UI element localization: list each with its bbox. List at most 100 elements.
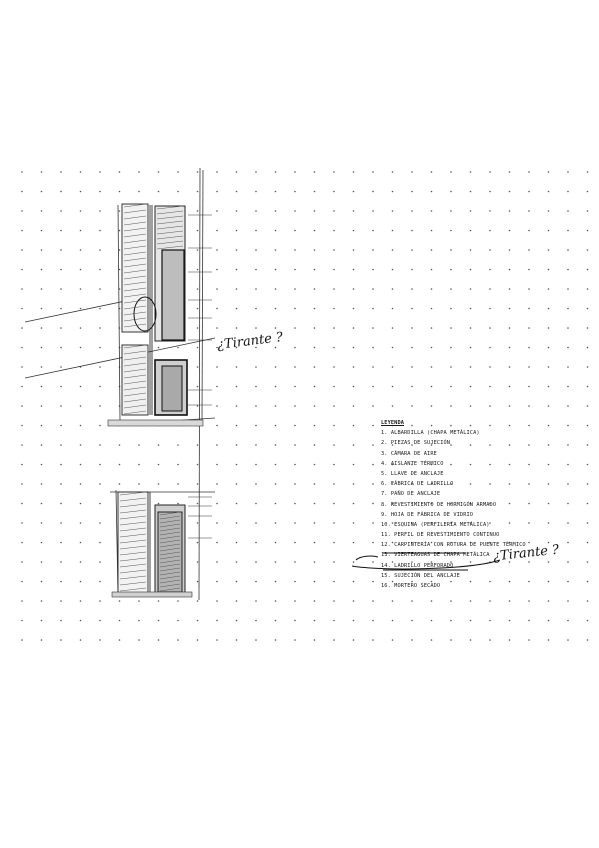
grid-dot [274,327,277,329]
grid-dot [235,580,238,583]
grid-dot [450,385,452,388]
grid-dot [567,580,569,583]
grid-dot [60,210,62,212]
grid-dot [99,190,101,193]
grid-dot [489,366,491,368]
grid-dot [79,444,82,446]
grid-dot [508,561,511,563]
grid-dot [313,210,316,212]
grid-dot [508,385,511,388]
grid-dot [508,405,511,407]
grid-dot [177,444,179,446]
grid-dot [177,502,179,505]
grid-dot [391,366,394,368]
hatch-line [123,362,147,367]
grid-dot [469,561,472,563]
grid-dot [450,268,452,271]
grid-dot [294,639,296,641]
hatch-line [123,275,147,280]
grid-dot [333,483,335,485]
hatch-line [119,575,147,580]
grid-dot [21,210,23,212]
grid-dot [372,639,374,641]
grid-dot [372,522,374,524]
grid-dot [352,307,355,310]
grid-dot [586,210,589,212]
grid-dot [294,619,296,622]
grid-dot [333,229,335,232]
grid-dot [469,502,472,505]
grid-dot [333,249,335,251]
grid-dot [60,288,62,290]
hatch-line [159,563,181,568]
grid-dot [528,483,530,485]
grid-dot [411,639,413,641]
hatch-line [119,503,147,508]
grid-dot [567,424,569,427]
grid-dot [255,444,257,446]
grid-dot [586,502,589,505]
grid-dot [352,229,355,232]
grid-dot [274,424,277,427]
grid-dot [274,522,277,524]
grid-dot [196,190,199,193]
grid-dot [99,405,101,407]
grid-dot [333,639,335,641]
grid-dot [391,561,394,563]
hatch-line [123,251,147,256]
grid-dot [118,619,121,622]
grid-dot [255,541,257,544]
grid-dot [216,522,218,524]
grid-dot [372,385,374,388]
grid-dot [138,444,140,446]
grid-dot [40,483,43,485]
grid-dot [450,463,452,466]
grid-dot [313,541,316,544]
grid-dot [294,171,296,173]
grid-dot [79,210,82,212]
grid-dot [255,366,257,368]
grid-dot [157,483,160,485]
grid-dot [586,190,589,193]
grid-dot [79,522,82,524]
grid-dot [489,541,491,544]
grid-dot [489,327,491,329]
grid-dot [196,580,199,583]
grid-dot [216,190,218,193]
grid-dot [60,424,62,427]
leader-lines [188,214,212,539]
grid-dot [528,229,530,232]
grid-dot [567,463,569,466]
grid-dot [508,346,511,349]
grid-dot [294,580,296,583]
grid-dot [60,463,62,466]
grid-dot [430,288,433,290]
grid-dot [235,190,238,193]
grid-dot [294,346,296,349]
hatch-line [123,221,147,226]
grid-dot [567,619,569,622]
grid-dot [430,405,433,407]
grid-dot [372,190,374,193]
grid-dot [508,483,511,485]
grid-dot [235,268,238,271]
grid-dot [469,327,472,329]
grid-dot [528,405,530,407]
grid-dot [60,502,62,505]
grid-dot [391,171,394,173]
grid-dot [99,619,101,622]
grid-dot [118,463,121,466]
grid-dot [411,561,413,563]
hatch-line [123,386,147,391]
grid-dot [411,463,413,466]
grid-dot [60,619,62,622]
grid-dot [469,444,472,446]
legend-item: 2. PIEZAS DE SUJECIÓN [381,440,451,447]
grid-dot [586,405,589,407]
grid-dot [274,463,277,466]
grid-dot [99,522,101,524]
grid-dot [274,639,277,641]
grid-dot [391,405,394,407]
grid-dot [333,171,335,173]
grid-dot [469,619,472,622]
